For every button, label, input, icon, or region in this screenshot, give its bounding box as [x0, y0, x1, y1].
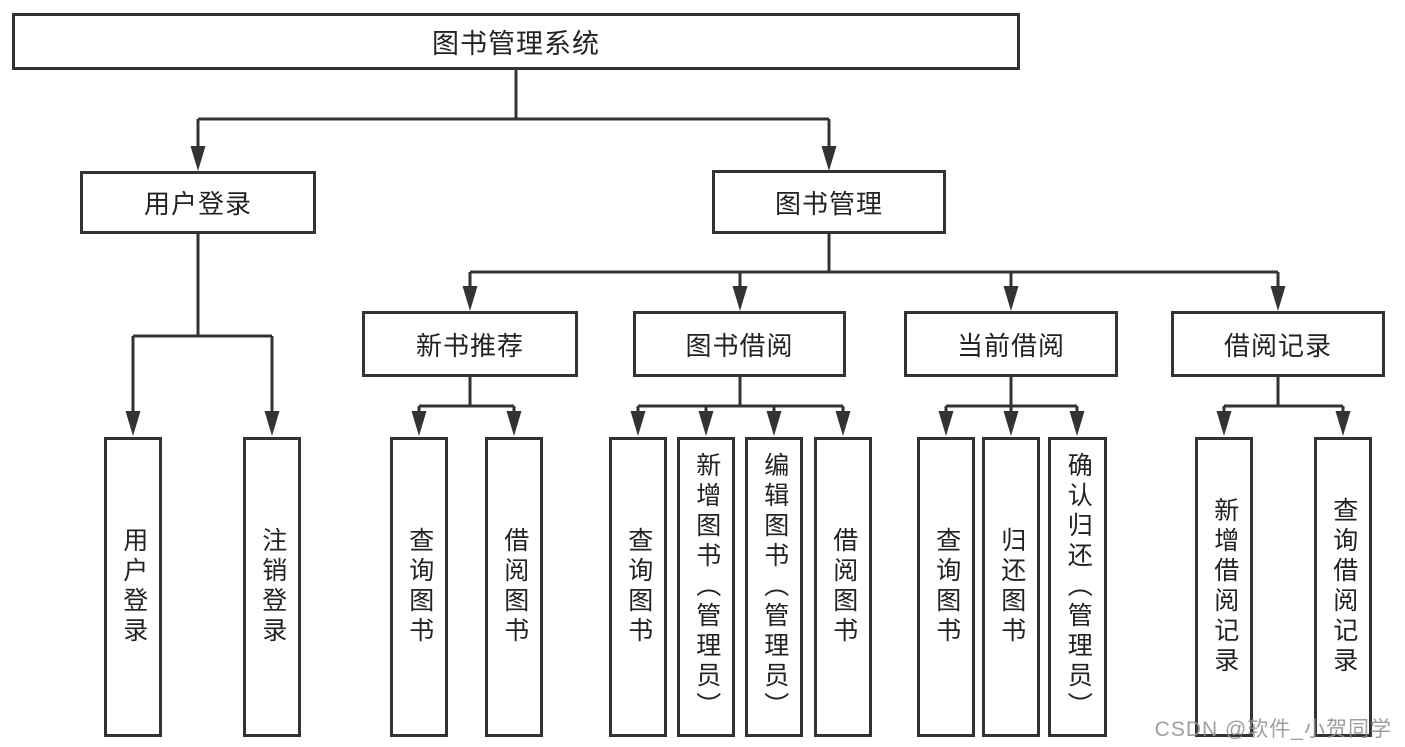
node-borrow-books-recommend: 借阅图书	[485, 437, 543, 737]
arrowhead	[630, 411, 646, 436]
node-current-borrowing: 当前借阅	[904, 311, 1118, 377]
arrowhead	[821, 146, 837, 171]
arrowhead	[1069, 411, 1085, 436]
arrowhead	[411, 411, 427, 436]
csdn-watermark: CSDN @软件_小贺同学	[1154, 718, 1392, 741]
connector-current-to-leaves	[944, 377, 1079, 413]
connector-bookmgmt-to-level3	[468, 234, 1280, 288]
arrowhead	[264, 411, 280, 436]
connector-newbook-to-leaves	[417, 377, 516, 413]
arrowhead	[1335, 411, 1351, 436]
node-query-books-recommend: 查询图书	[390, 437, 448, 737]
arrowhead	[835, 411, 851, 436]
node-book-management: 图书管理	[712, 170, 946, 234]
node-return-book: 归还图书	[982, 437, 1040, 737]
arrowhead	[506, 411, 522, 436]
node-book-borrowing: 图书借阅	[633, 311, 846, 377]
connector-records-to-leaves	[1222, 377, 1345, 413]
node-user-login-group: 用户登录	[80, 171, 316, 234]
node-user-login: 用户登录	[104, 437, 162, 737]
arrowhead	[766, 411, 782, 436]
arrowhead	[1003, 411, 1019, 436]
node-borrow-books-borrowing: 借阅图书	[814, 437, 872, 737]
arrowhead	[698, 411, 714, 436]
node-library-management-system: 图书管理系统	[12, 13, 1020, 70]
connector-userlogin-to-leaves	[131, 234, 274, 413]
node-query-books-borrowing: 查询图书	[609, 437, 667, 737]
node-logout: 注销登录	[243, 437, 301, 737]
node-edit-book-admin: 编辑图书（管理员）	[745, 437, 803, 737]
node-add-book-admin: 新增图书（管理员）	[677, 437, 735, 737]
node-new-book-recommend: 新书推荐	[362, 311, 578, 377]
arrowhead	[190, 146, 206, 171]
node-confirm-return-admin: 确认归还（管理员）	[1048, 437, 1107, 737]
node-add-borrow-record: 新增借阅记录	[1195, 437, 1253, 737]
node-query-books-current: 查询图书	[917, 437, 975, 737]
arrowhead	[125, 411, 141, 436]
arrowhead	[732, 286, 748, 311]
node-query-borrow-record: 查询借阅记录	[1314, 437, 1372, 737]
connector-root-to-level2	[196, 70, 831, 148]
arrowhead	[462, 286, 478, 311]
connector-borrowing-to-leaves	[636, 377, 845, 413]
arrowhead	[938, 411, 954, 436]
node-borrowing-records: 借阅记录	[1171, 311, 1385, 377]
arrowhead	[1216, 411, 1232, 436]
arrowhead	[1003, 286, 1019, 311]
arrowhead	[1270, 286, 1286, 311]
